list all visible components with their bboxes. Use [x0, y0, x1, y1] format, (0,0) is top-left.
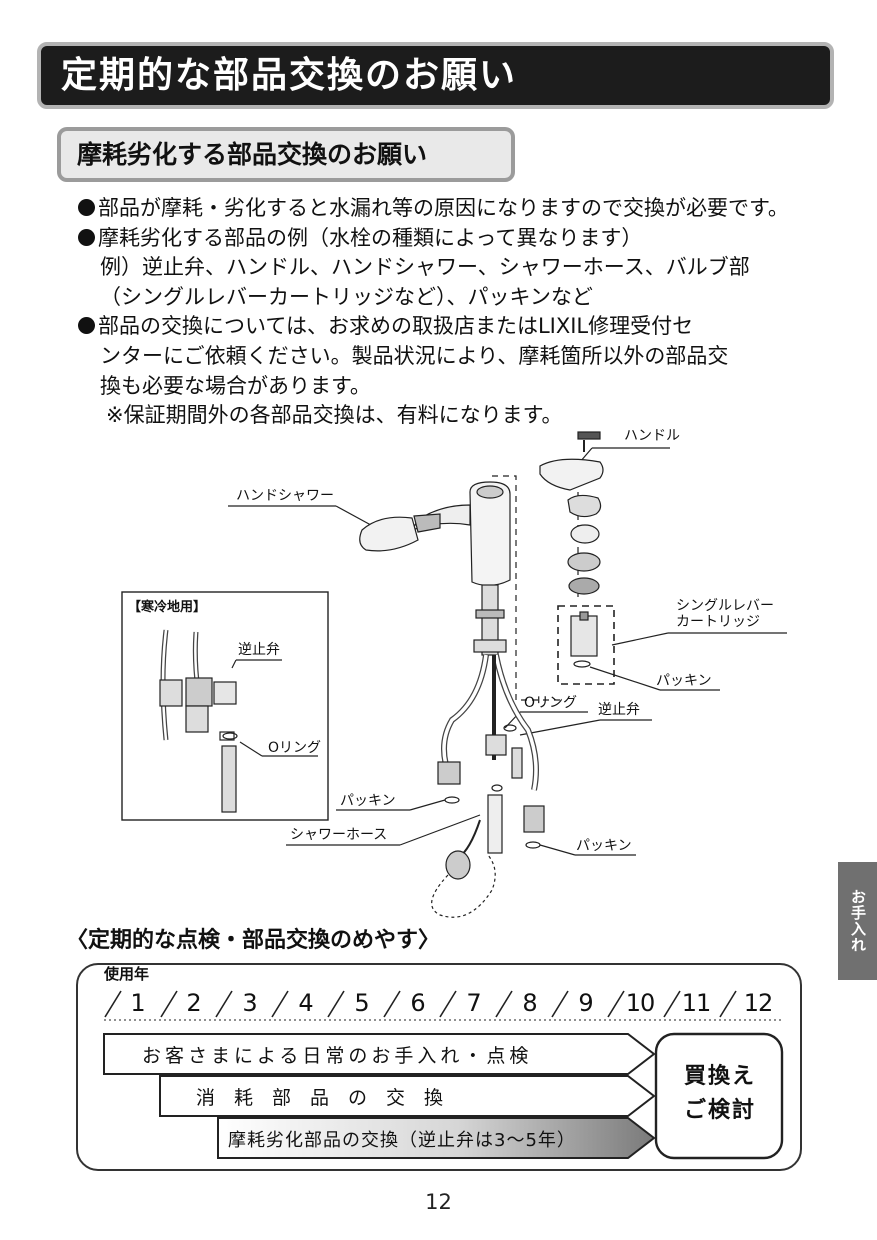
side-tab-care[interactable]: お手入れ: [838, 862, 877, 980]
body-text: 部品が摩耗・劣化すると水漏れ等の原因になりますので交換が必要です。 摩耗劣化する…: [78, 194, 838, 431]
label-cartridge: シングルレバー: [676, 598, 774, 614]
label-check-valve: 逆止弁: [598, 702, 640, 718]
schedule-box: [76, 963, 802, 1171]
year-tick: 10: [625, 989, 656, 1017]
year-tick: 9: [578, 989, 594, 1017]
body-line: 例）逆止弁、ハンドル、ハンドシャワー、シャワーホース、バルブ部: [100, 255, 750, 280]
label-cold-region: 【寒冷地用】: [128, 600, 207, 615]
body-line: 部品の交換については、お求めの取扱店またはLIXIL修理受付セ: [78, 312, 838, 342]
body-line: ンターにご依頼ください。製品状況により、摩耗箇所以外の部品交: [100, 343, 729, 368]
label-packing: パッキン: [576, 838, 632, 854]
label-cartridge: カートリッジ: [676, 614, 760, 630]
page-number: 12: [425, 1190, 452, 1214]
bullet-icon: [78, 228, 95, 246]
page-title: 定期的な部品交換のお願い: [37, 42, 834, 109]
year-tick: 2: [186, 989, 202, 1017]
body-line: （シングルレバーカートリッジなど）、パッキンなど: [100, 284, 593, 309]
year-tick: 11: [681, 989, 712, 1017]
body-line: 部品が摩耗・劣化すると水漏れ等の原因になりますので交換が必要です。: [78, 194, 838, 224]
bullet-icon: [78, 317, 95, 335]
label-hand-shower: ハンドシャワー: [236, 488, 334, 504]
year-tick: 7: [466, 989, 482, 1017]
section-title: 摩耗劣化する部品交換のお願い: [57, 127, 515, 182]
year-tick: 4: [298, 989, 314, 1017]
bullet-icon: [78, 199, 95, 216]
label-packing: パッキン: [656, 673, 712, 689]
label-o-ring: Oリング: [524, 695, 578, 711]
year-tick: 12: [743, 989, 774, 1017]
bar-daily-care: お客さまによる日常のお手入れ・点検: [142, 1045, 533, 1067]
body-line: 換も必要な場合があります。: [100, 373, 371, 398]
body-line: 摩耗劣化する部品の例（水栓の種類によって異なります）: [78, 224, 838, 254]
years-label: 使用年: [104, 965, 150, 983]
schedule-title: 〈定期的な点検・部品交換のめやす〉: [66, 928, 441, 953]
year-tick: 6: [410, 989, 426, 1017]
bar-wear-parts: 摩耗劣化部品の交換（逆止弁は3〜5年）: [228, 1130, 576, 1151]
body-line: ※保証期間外の各部品交換は、有料になります。: [106, 403, 563, 428]
year-tick: 8: [522, 989, 538, 1017]
label-packing: パッキン: [340, 793, 396, 809]
label-check-valve-inset: 逆止弁: [238, 642, 280, 658]
year-tick: 1: [130, 989, 146, 1017]
year-tick: 3: [242, 989, 258, 1017]
bar-consumables: 消 耗 部 品 の 交 換: [196, 1087, 444, 1109]
replace-consider: 買換え ご検討: [683, 1064, 756, 1123]
label-handle: ハンドル: [624, 428, 680, 444]
faucet-diagram: [121, 431, 787, 918]
label-o-ring-inset: Oリング: [268, 740, 322, 756]
year-tick: 5: [354, 989, 370, 1017]
label-shower-hose: シャワーホース: [290, 827, 388, 843]
